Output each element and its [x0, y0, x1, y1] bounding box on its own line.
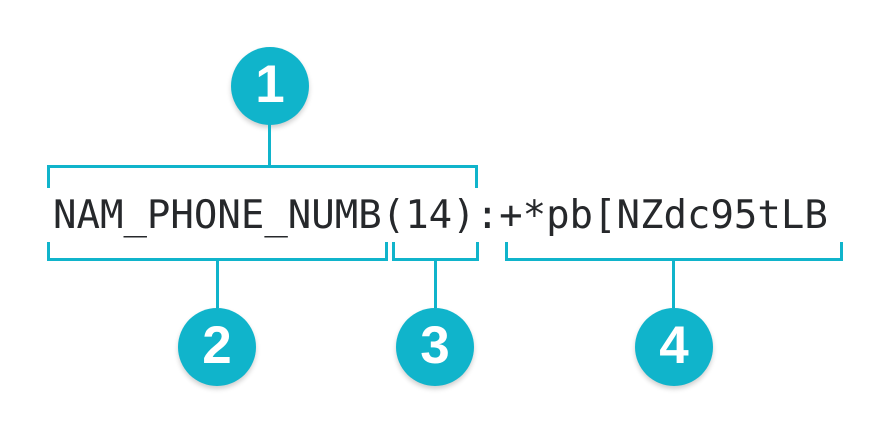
- callout-1-badge: 1: [231, 47, 309, 125]
- callout-2-connector-line: [216, 261, 219, 308]
- callout-3-badge: 3: [396, 308, 474, 386]
- bracket-segment-2-name-part: [47, 242, 388, 261]
- token-string: NAM_PHONE_NUMB(14):+*pb[NZdc95tLB: [53, 193, 828, 238]
- callout-1-connector-line: [268, 124, 271, 166]
- callout-1-number: 1: [255, 54, 285, 114]
- callout-4-badge: 4: [635, 308, 713, 386]
- bracket-segment-1-full-name: [47, 165, 478, 188]
- callout-2-number: 2: [202, 315, 232, 375]
- callout-3-number: 3: [420, 315, 450, 375]
- bracket-segment-4-mask-part: [505, 242, 843, 261]
- callout-4-number: 4: [659, 315, 689, 375]
- bracket-segment-3-length-part: [392, 242, 479, 261]
- callout-3-connector-line: [434, 261, 437, 308]
- callout-2-badge: 2: [178, 308, 256, 386]
- callout-4-connector-line: [672, 261, 675, 308]
